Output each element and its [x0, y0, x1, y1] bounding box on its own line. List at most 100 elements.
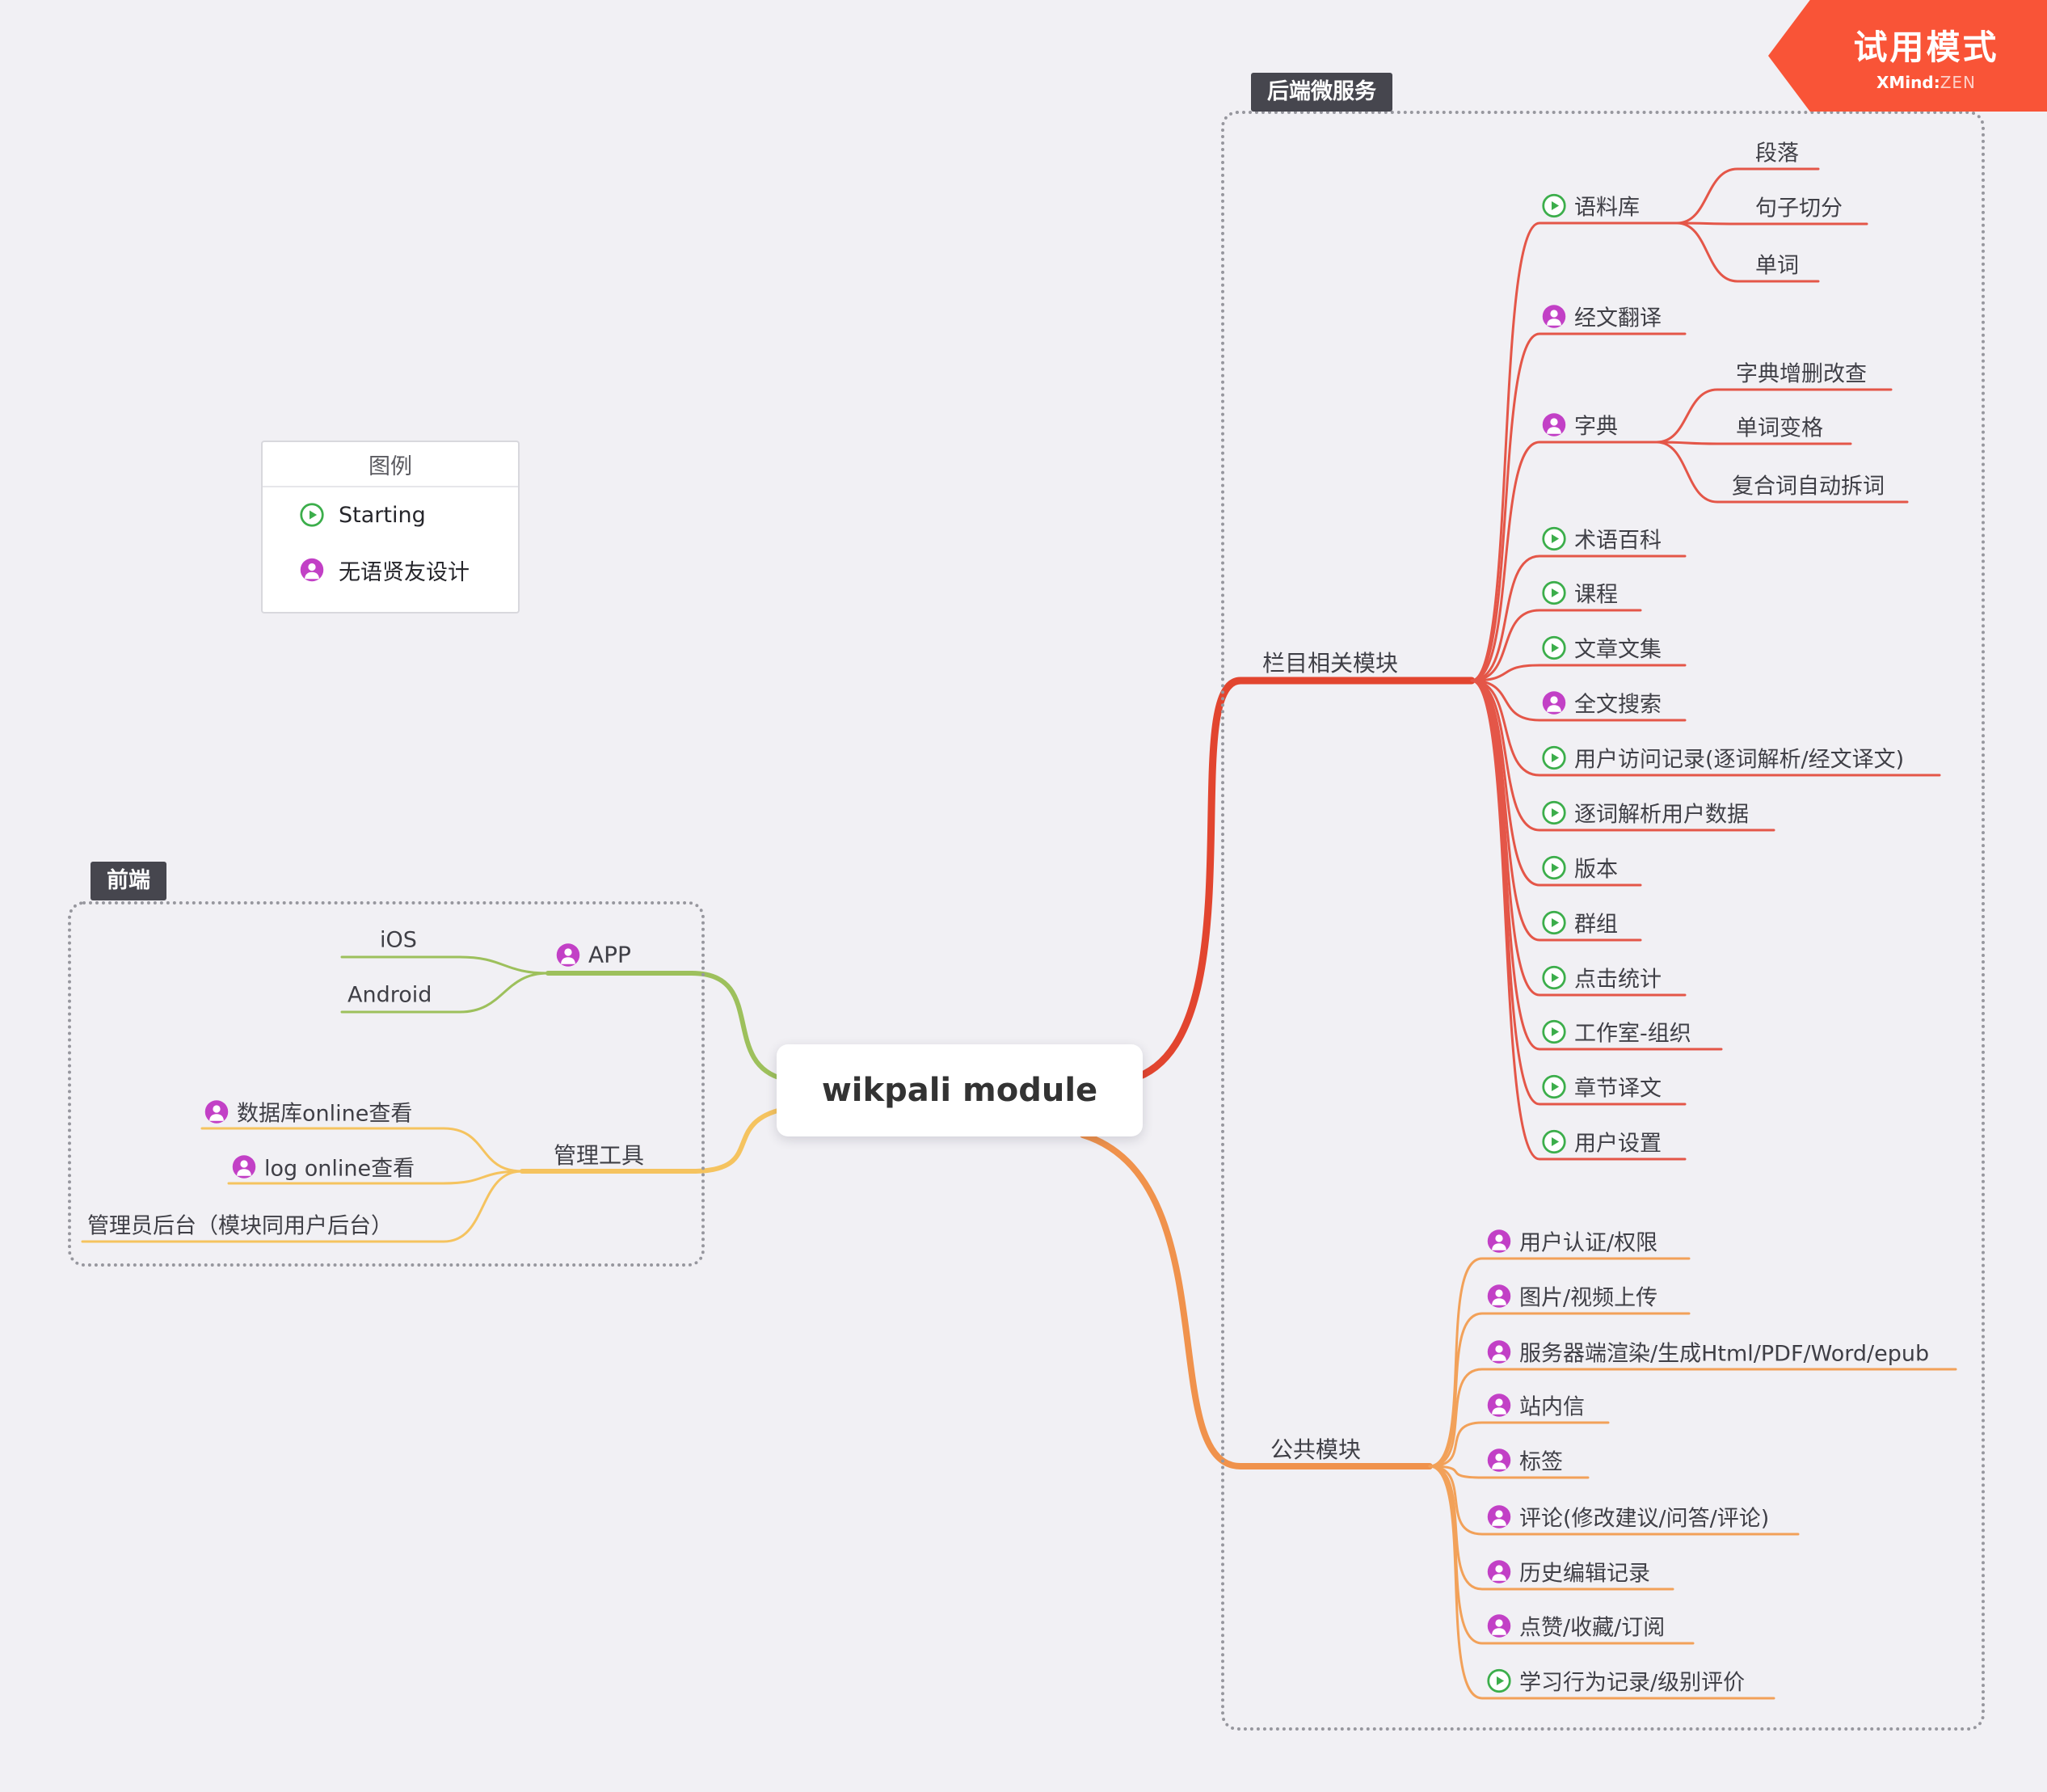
play-icon — [1542, 193, 1566, 217]
topic-label: 单词 — [1755, 253, 1799, 279]
topic-ssr-export[interactable]: 服务器端渲染/生成Html/PDF/Word/epub — [1487, 1336, 1929, 1368]
play-icon — [1542, 965, 1566, 989]
topic-label: 文章文集 — [1574, 637, 1662, 663]
topic-label: 服务器端渲染/生成Html/PDF/Word/epub — [1519, 1341, 1930, 1367]
topic-site-message[interactable]: 站内信 — [1487, 1389, 1585, 1421]
topic-label: 段落 — [1755, 141, 1799, 167]
trial-mode-banner[interactable]: 试用模式 XMind:ZEN — [1768, 0, 2047, 112]
backend-group-box[interactable] — [1221, 111, 1985, 1731]
topic-label: 语料库 — [1574, 195, 1640, 221]
topic-corpus[interactable]: 语料库 — [1542, 190, 1640, 221]
topic-course[interactable]: 课程 — [1542, 577, 1618, 609]
topic-label: 用户访问记录(逐词解析/经文译文) — [1574, 747, 1905, 773]
user-icon — [1487, 1393, 1511, 1417]
topic-label: 版本 — [1574, 857, 1618, 883]
topic-word-inflection[interactable]: 单词变格 — [1736, 411, 1823, 442]
topic-version[interactable]: 版本 — [1542, 852, 1618, 883]
central-topic-label: wikpali module — [821, 1072, 1098, 1109]
topic-label: 字典 — [1574, 414, 1618, 440]
topic-sentence-split[interactable]: 句子切分 — [1755, 191, 1843, 222]
backend-group-label[interactable]: 后端微服务 — [1251, 73, 1392, 112]
user-icon — [1487, 1229, 1511, 1253]
user-icon — [1542, 690, 1566, 715]
topic-public-modules[interactable]: 公共模块 — [1270, 1432, 1361, 1465]
user-icon — [556, 942, 580, 967]
topic-word[interactable]: 单词 — [1755, 248, 1799, 280]
user-icon — [300, 558, 324, 582]
topic-label: 点击统计 — [1574, 967, 1662, 993]
legend-box[interactable]: 图例 Starting 无语贤友设计 — [261, 441, 520, 613]
play-icon — [1542, 745, 1566, 770]
topic-terminology-wiki[interactable]: 术语百科 — [1542, 523, 1662, 554]
topic-label: 标签 — [1519, 1449, 1563, 1475]
topic-label: Android — [347, 982, 432, 1008]
user-icon — [1487, 1613, 1511, 1638]
topic-label: 图片/视频上传 — [1519, 1285, 1658, 1311]
topic-label: 数据库online查看 — [237, 1101, 413, 1127]
play-icon — [1542, 1019, 1566, 1044]
topic-paragraph[interactable]: 段落 — [1755, 136, 1799, 167]
topic-android[interactable]: Android — [347, 983, 432, 1008]
topic-group[interactable]: 群组 — [1542, 907, 1618, 938]
topic-ios[interactable]: iOS — [380, 928, 417, 953]
topic-label: 学习行为记录/级别评价 — [1519, 1670, 1746, 1696]
brand-xmind: XMind: — [1876, 72, 1940, 92]
topic-label: 逐词解析用户数据 — [1574, 802, 1749, 828]
play-icon — [1487, 1668, 1511, 1693]
user-icon — [1542, 412, 1566, 436]
topic-like-favorite-subscribe[interactable]: 点赞/收藏/订阅 — [1487, 1610, 1665, 1642]
topic-db-online-view[interactable]: 数据库online查看 — [204, 1096, 412, 1128]
play-icon — [300, 503, 324, 527]
frontend-group-label[interactable]: 前端 — [91, 862, 166, 901]
topic-scripture-translation[interactable]: 经文翻译 — [1542, 301, 1662, 332]
topic-admin-backend[interactable]: 管理员后台（模块同用户后台） — [87, 1208, 393, 1240]
topic-label: 用户认证/权限 — [1519, 1230, 1658, 1256]
topic-user-settings[interactable]: 用户设置 — [1542, 1126, 1662, 1157]
user-icon — [232, 1154, 256, 1179]
topic-comment[interactable]: 评论(修改建议/问答/评论) — [1487, 1501, 1769, 1533]
topic-admin-tools[interactable]: 管理工具 — [554, 1138, 644, 1170]
user-icon — [204, 1099, 229, 1124]
topic-chapter-translation[interactable]: 章节译文 — [1542, 1071, 1662, 1103]
topic-word-parse-user-data[interactable]: 逐词解析用户数据 — [1542, 797, 1749, 829]
topic-fulltext-search[interactable]: 全文搜索 — [1542, 687, 1662, 719]
topic-app[interactable]: APP — [556, 942, 631, 968]
play-icon — [1542, 580, 1566, 605]
topic-dict-crud[interactable]: 字典增删改查 — [1736, 356, 1867, 388]
topic-dictionary[interactable]: 字典 — [1542, 409, 1618, 441]
topic-edit-history[interactable]: 历史编辑记录 — [1487, 1556, 1650, 1588]
topic-article-collection[interactable]: 文章文集 — [1542, 632, 1662, 664]
topic-columns-modules[interactable]: 栏目相关模块 — [1262, 646, 1398, 678]
topic-user-visit-log[interactable]: 用户访问记录(逐词解析/经文译文) — [1542, 742, 1904, 774]
brand-zen: ZEN — [1940, 72, 1977, 92]
topic-compound-split[interactable]: 复合词自动拆词 — [1732, 469, 1885, 500]
play-icon — [1542, 1074, 1566, 1098]
topic-label: iOS — [380, 927, 417, 953]
topic-label: 课程 — [1574, 582, 1618, 608]
topic-label: 公共模块 — [1270, 1436, 1362, 1463]
topic-learning-record[interactable]: 学习行为记录/级别评价 — [1487, 1665, 1745, 1697]
topic-studio-org[interactable]: 工作室-组织 — [1542, 1016, 1691, 1048]
topic-label: 全文搜索 — [1574, 692, 1662, 718]
topic-label: 单词变格 — [1736, 415, 1823, 441]
user-icon — [1487, 1339, 1511, 1364]
topic-label: log online查看 — [264, 1156, 415, 1182]
topic-click-stats[interactable]: 点击统计 — [1542, 962, 1662, 993]
topic-log-online-view[interactable]: log online查看 — [232, 1151, 415, 1183]
topic-tag[interactable]: 标签 — [1487, 1444, 1563, 1476]
trial-mode-title: 试用模式 — [1853, 27, 1999, 67]
topic-media-upload[interactable]: 图片/视频上传 — [1487, 1280, 1657, 1312]
user-icon — [1487, 1284, 1511, 1308]
topic-label: 管理员后台（模块同用户后台） — [87, 1213, 393, 1239]
play-icon — [1542, 635, 1566, 660]
frontend-group-box[interactable] — [68, 901, 705, 1267]
topic-label: 历史编辑记录 — [1519, 1561, 1650, 1587]
topic-label: APP — [588, 941, 631, 968]
topic-user-auth[interactable]: 用户认证/权限 — [1487, 1225, 1657, 1257]
topic-label: 群组 — [1574, 912, 1618, 938]
topic-label: 点赞/收藏/订阅 — [1519, 1615, 1666, 1641]
play-icon — [1542, 855, 1566, 879]
topic-label: 术语百科 — [1574, 528, 1662, 554]
central-topic[interactable]: wikpali module — [777, 1044, 1143, 1136]
